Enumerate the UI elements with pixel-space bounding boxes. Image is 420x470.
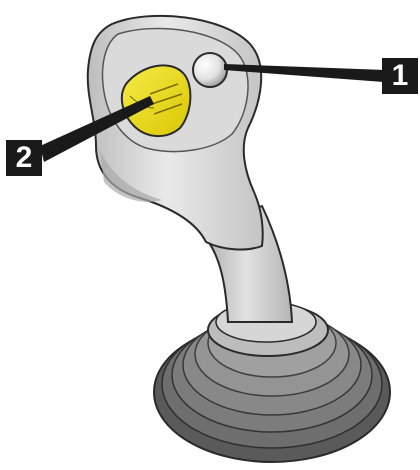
callout-badge-2: 2 (6, 140, 42, 176)
push-button (193, 53, 227, 87)
joystick-grip (88, 16, 263, 250)
callout-badge-1: 1 (382, 58, 418, 94)
rubber-boot (154, 302, 390, 462)
